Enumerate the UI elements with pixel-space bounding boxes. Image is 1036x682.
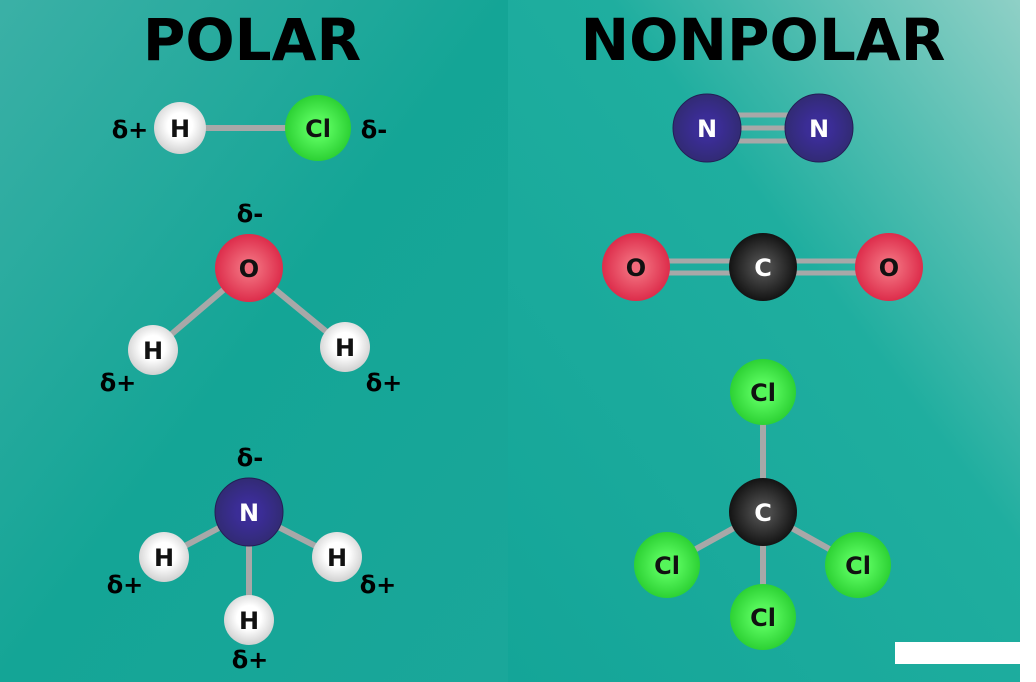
- nitrogen-atom: [214, 477, 284, 547]
- atom-label: C: [754, 254, 772, 282]
- nitrogen-molecule: N N: [672, 93, 854, 163]
- atom-label: H: [239, 607, 259, 635]
- atom-label: C: [754, 499, 772, 527]
- oxygen-atom: [602, 233, 670, 301]
- partial-charge: δ+: [107, 571, 144, 599]
- chlorine-atom: [825, 532, 891, 598]
- oxygen-atom: [215, 234, 283, 302]
- oxygen-atom: [855, 233, 923, 301]
- hydrogen-atom: [154, 102, 206, 154]
- carbon-atom: [729, 233, 797, 301]
- white-label-box: [895, 642, 1020, 664]
- nitrogen-atom: [784, 93, 854, 163]
- co2-molecule: O C O: [602, 233, 923, 301]
- chlorine-atom: [634, 532, 700, 598]
- polar-title: POLAR: [143, 6, 361, 74]
- partial-charge: δ-: [361, 116, 387, 144]
- partial-charge: δ-: [237, 444, 263, 472]
- partial-charge: δ+: [360, 571, 397, 599]
- partial-charge: δ+: [232, 646, 269, 674]
- partial-charge: δ+: [366, 369, 403, 397]
- water-molecule: O H H δ- δ+ δ+: [100, 200, 403, 397]
- ccl4-molecule: Cl Cl Cl Cl C: [634, 359, 891, 650]
- hcl-molecule: H Cl δ+ δ-: [112, 95, 387, 161]
- atom-label: Cl: [750, 604, 776, 632]
- right-margin: [1020, 0, 1036, 682]
- partial-charge: δ+: [112, 116, 149, 144]
- atom-label: H: [154, 544, 174, 572]
- hydrogen-atom: [139, 532, 189, 582]
- ammonia-molecule: N H H H δ- δ+ δ+ δ+: [107, 444, 397, 674]
- atom-label: H: [335, 334, 355, 362]
- atom-label: N: [239, 499, 259, 527]
- partial-charge: δ+: [100, 369, 137, 397]
- atom-label: O: [879, 254, 899, 282]
- atom-label: Cl: [654, 552, 680, 580]
- hydrogen-atom: [320, 322, 370, 372]
- atom-label: N: [697, 115, 717, 143]
- hydrogen-atom: [128, 325, 178, 375]
- atom-label: Cl: [845, 552, 871, 580]
- chlorine-atom: [285, 95, 351, 161]
- atom-label: H: [170, 115, 190, 143]
- atom-label: H: [327, 544, 347, 572]
- atom-label: O: [239, 255, 259, 283]
- nonpolar-title: NONPOLAR: [581, 6, 946, 74]
- partial-charge: δ-: [237, 200, 263, 228]
- atom-label: Cl: [750, 379, 776, 407]
- nitrogen-atom: [672, 93, 742, 163]
- hydrogen-atom: [224, 595, 274, 645]
- atom-label: Cl: [305, 115, 331, 143]
- atom-label: N: [809, 115, 829, 143]
- atom-label: O: [626, 254, 646, 282]
- polar-panel: [0, 0, 508, 682]
- chlorine-atom: [730, 584, 796, 650]
- chlorine-atom: [730, 359, 796, 425]
- atom-label: H: [143, 337, 163, 365]
- hydrogen-atom: [312, 532, 362, 582]
- carbon-atom: [729, 478, 797, 546]
